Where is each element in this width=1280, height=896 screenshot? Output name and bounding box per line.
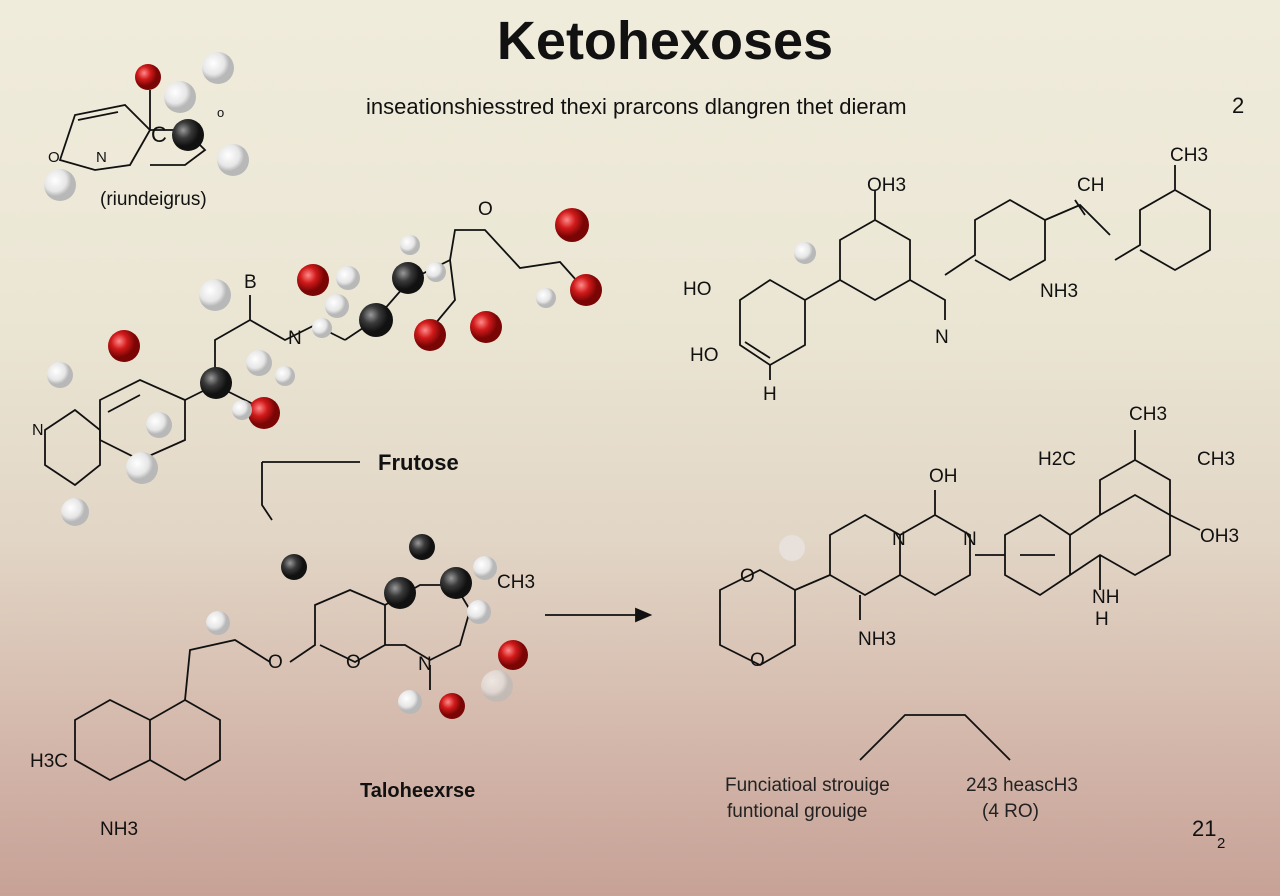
atom-label: o	[217, 105, 225, 120]
atom-label: O	[750, 650, 765, 671]
atoms	[44, 52, 816, 719]
atom-label: CH3	[1129, 404, 1168, 425]
atom-label: NH3	[858, 629, 897, 650]
atom-label: NH3	[1040, 281, 1079, 302]
atom-label: HO	[683, 279, 712, 300]
atom-label: OH3	[867, 175, 907, 196]
page-marker-bottom-sub: 2	[1217, 835, 1226, 852]
atom-label: C	[151, 122, 167, 147]
atom-label: N	[32, 422, 44, 439]
atom-label: CH	[1077, 175, 1105, 196]
atom-label: CH3	[497, 572, 536, 593]
subtitle: inseationshiesstred thexi prarcons dlang…	[366, 94, 907, 119]
footer-left-line1: Funciatioal strouige	[725, 775, 890, 796]
atom-label: N	[288, 328, 302, 349]
atom-label: NH	[1092, 587, 1120, 608]
atom-label: N	[96, 149, 107, 166]
atom-label: N	[935, 327, 949, 348]
atom-label: CH3	[1197, 449, 1236, 470]
page-marker-top: 2	[1232, 93, 1245, 118]
atom-label: O	[478, 199, 493, 220]
footer-left-line2: funtional grouige	[727, 801, 868, 822]
bonds	[44, 90, 1211, 782]
atom-label: OH3	[1200, 526, 1240, 547]
footer-right-line1: 243 heascH3	[966, 775, 1078, 796]
taloheexrse-label: Taloheexrse	[360, 780, 476, 802]
page-marker-bottom: 21	[1192, 816, 1217, 841]
atom-label: H2C	[1038, 449, 1077, 470]
atom-label: HO	[690, 345, 719, 366]
atom-label: B	[244, 272, 257, 293]
atom-label: O	[740, 566, 755, 587]
atom-label: H	[763, 384, 777, 405]
atom-label: H	[1095, 609, 1109, 630]
atom-label: N	[963, 529, 977, 550]
page-title: Ketohexoses	[496, 11, 834, 71]
atom-label: NH3	[100, 819, 139, 840]
atom-label: CH3	[1170, 145, 1209, 166]
atom-label: O	[48, 149, 60, 166]
atom-label: OH	[929, 466, 958, 487]
frutose-label: Frutose	[378, 450, 459, 475]
atom-label: H3C	[30, 751, 69, 772]
atom-label: O	[268, 652, 283, 673]
atom-label: O	[346, 652, 361, 673]
top-left-caption: (riundeigrus)	[100, 189, 207, 210]
atom-label: N	[892, 529, 906, 550]
footer-right-line2: (4 RO)	[982, 801, 1039, 822]
atom-label: N	[418, 654, 432, 675]
